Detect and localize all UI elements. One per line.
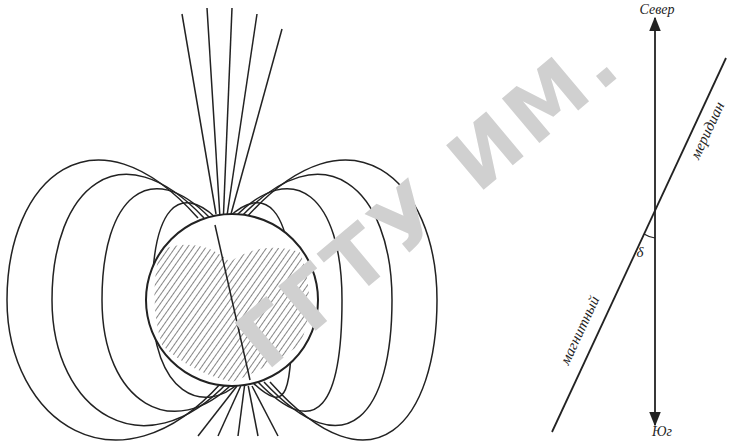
meridian-label: меридиан <box>688 99 727 161</box>
declination-arc <box>644 234 655 238</box>
field-line <box>227 14 257 214</box>
field-line <box>248 386 258 436</box>
angle-label: δ <box>637 245 644 260</box>
geographic-meridian <box>654 18 656 425</box>
meridian-label: магнитный <box>558 293 603 366</box>
field-line <box>231 29 282 214</box>
field-line <box>198 386 237 436</box>
field-line <box>238 386 245 436</box>
field-line <box>207 8 220 214</box>
direction-label: Юг <box>652 425 672 439</box>
field-line <box>218 386 241 436</box>
field-line <box>224 8 233 214</box>
field-line <box>182 14 216 214</box>
direction-label: Север <box>640 3 675 17</box>
